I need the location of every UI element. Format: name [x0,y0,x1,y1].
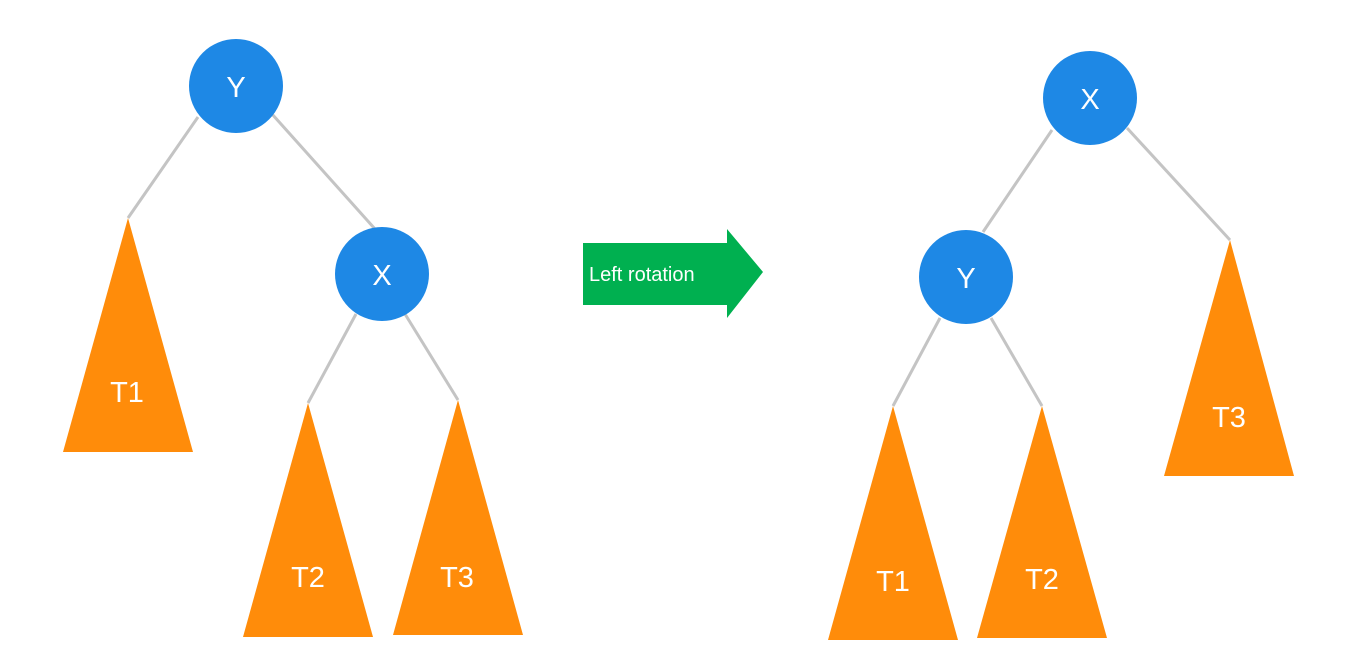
before-tree: T1 T2 T3 Y X [63,39,523,637]
before-edge-y-t1 [126,116,200,219]
before-subtree-t3-label: T3 [440,562,474,594]
before-subtree-t2-label: T2 [291,562,325,594]
after-edge-y-t2 [989,317,1044,407]
after-child-node [919,230,1013,324]
before-child-node [335,227,429,321]
before-edge-x-t2 [306,313,358,404]
after-edge-x-y [981,129,1054,233]
after-subtree-t2-label: T2 [1025,564,1059,596]
after-root-node-label: X [1080,84,1099,116]
after-tree: T1 T2 T3 X Y [828,51,1294,640]
after-subtree-t1-label: T1 [876,566,910,598]
after-edge-y-t1 [891,317,942,407]
arrow-label: Left rotation [589,264,695,286]
before-subtree-t3 [393,400,523,635]
before-subtree-t1-label: T1 [110,377,144,409]
before-child-node-label: X [372,260,391,292]
after-root-node [1043,51,1137,145]
before-subtree-t2 [243,403,373,637]
after-child-node-label: Y [956,263,975,295]
rotation-arrow: Left rotation [583,229,763,318]
before-subtree-t1 [63,218,193,452]
after-subtree-t3-label: T3 [1212,402,1246,434]
after-subtree-t2 [977,406,1107,638]
before-root-node [189,39,283,133]
after-subtree-t3 [1164,240,1294,476]
before-root-node-label: Y [226,72,245,104]
before-edge-y-x [270,112,377,231]
before-edge-x-t3 [403,313,460,401]
after-subtree-t1 [828,406,958,640]
arrow-icon [583,229,763,318]
after-edge-x-t3 [1125,126,1232,242]
